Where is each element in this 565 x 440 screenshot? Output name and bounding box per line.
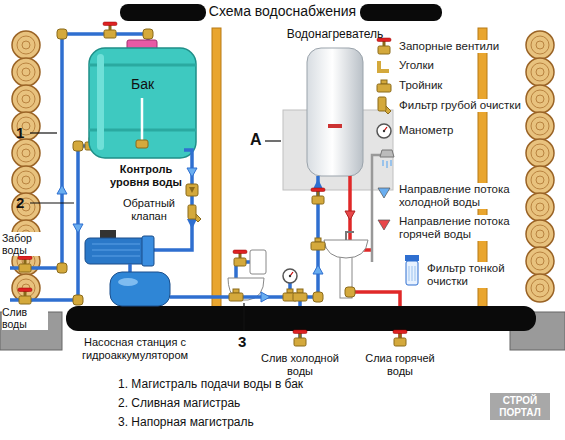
- legend-text: Фильтр тонкой очистки: [426, 262, 518, 288]
- legend-swatch: [377, 219, 391, 231]
- node-text: Бак: [85, 76, 200, 92]
- node-text: Водонагреватель: [280, 28, 390, 42]
- fittings: [18, 22, 355, 305]
- legend-swatch: [377, 187, 391, 199]
- log-wall: [12, 31, 554, 302]
- hot-drain-label: Слиа горячей воды: [360, 352, 440, 377]
- flow-triangle: [378, 188, 390, 198]
- callout-number: 2: [16, 194, 24, 211]
- pump-shape: [60, 228, 210, 308]
- diagram-title: Схема водоснабжения: [0, 3, 565, 19]
- tank-shape: [85, 40, 200, 160]
- pipe-connector: [210, 180, 318, 297]
- intake-label: Забор воды: [2, 232, 48, 256]
- list-item: 2. Сливная магистраь: [118, 397, 240, 411]
- floor: [66, 306, 536, 331]
- legend-text: Манометр: [398, 124, 454, 137]
- legend-text: Направление потока горячей воды: [398, 215, 518, 241]
- list-item: 1. Магистраль подачи воды в бак: [118, 378, 303, 392]
- legend-text: Уголки: [398, 59, 435, 72]
- flow-triangle: [378, 220, 390, 230]
- sink: [324, 232, 368, 298]
- callout-letter: A: [250, 131, 262, 149]
- cold-drain-label: Слив холодной воды: [260, 352, 340, 377]
- drain-label: Слив воды: [2, 306, 48, 330]
- legend-text: Запорные вентили: [398, 40, 500, 53]
- check-valve-label: Обратный клапан: [112, 197, 186, 222]
- level-control-label: Контроль уровня воды: [104, 163, 188, 188]
- node-text: Насосная станция с гидроаккумулятором: [60, 336, 210, 361]
- legend-text: Тройник: [398, 79, 443, 92]
- legend-icons: [377, 38, 419, 285]
- leader-lines: [30, 133, 281, 331]
- pump-station: Насосная станция с гидроаккумулятором: [60, 228, 210, 364]
- water-heater: Водонагреватель: [280, 28, 390, 180]
- legend-text: Направление потока холодной воды: [398, 183, 518, 209]
- drain-valves: [293, 330, 407, 346]
- list-item: 3. Напорная магистраль: [118, 416, 254, 430]
- heater-shape: [280, 28, 390, 180]
- legend-text: Фильтр грубой очистки: [398, 99, 522, 112]
- watermark: СТРОЙ ПОРТАЛ: [490, 393, 550, 420]
- callout-number: 3: [238, 333, 246, 350]
- water-tank: Бак: [85, 40, 200, 160]
- fittings-on-pipes: [186, 168, 325, 302]
- shower-head: [380, 150, 394, 168]
- callout-number: 1: [16, 124, 24, 141]
- pipes: [10, 34, 400, 338]
- toilet: [228, 250, 266, 300]
